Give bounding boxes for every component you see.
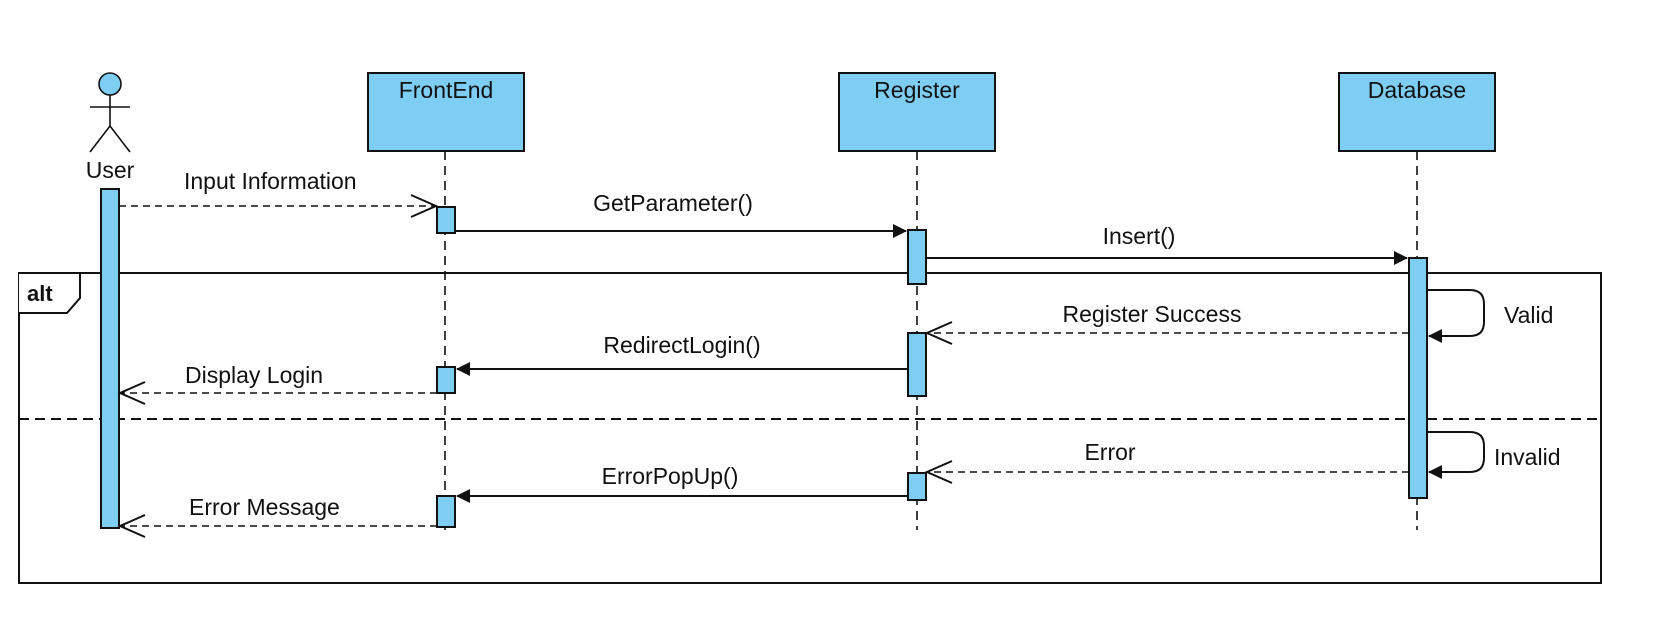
alt-fragment-tag: [19, 272, 81, 314]
message-input-information-arrowhead: [410, 194, 439, 218]
message-input-information-label: Input Information: [184, 168, 357, 194]
message-error-message-arrowhead: [117, 514, 146, 538]
user-actor: User: [86, 72, 135, 183]
alt-fragment-operator: alt: [27, 281, 53, 306]
message-error-arrowhead: [924, 460, 953, 484]
actor-left-leg: [89, 125, 111, 153]
message-invalid-label: Invalid: [1494, 444, 1560, 470]
actor-right-leg: [109, 125, 131, 153]
message-error-message-label: Error Message: [189, 494, 340, 520]
message-error-message: Error Message: [117, 494, 437, 538]
activation-register-1: [907, 229, 927, 285]
activation-frontend-2: [436, 366, 456, 394]
message-valid: Valid: [1427, 289, 1553, 343]
participant-database-label: Database: [1368, 77, 1466, 103]
message-redirect-login-label: RedirectLogin(): [603, 332, 760, 358]
message-get-parameter: GetParameter(): [455, 190, 907, 238]
activation-register-2: [907, 332, 927, 397]
participant-frontend: FrontEnd: [367, 72, 525, 152]
activation-database: [1408, 257, 1428, 499]
participant-frontend-label: FrontEnd: [399, 77, 494, 103]
participant-register-label: Register: [874, 77, 960, 103]
message-error: Error: [924, 439, 1409, 484]
message-register-success-arrowhead: [924, 321, 953, 345]
message-insert-label: Insert(): [1103, 223, 1176, 249]
user-label: User: [86, 157, 135, 183]
message-valid-loop: [1427, 289, 1485, 343]
message-insert: Insert(): [926, 223, 1408, 265]
message-register-success: Register Success: [924, 301, 1409, 345]
alt-fragment-frame: [18, 272, 1602, 584]
participant-database: Database: [1338, 72, 1496, 152]
message-redirect-login: RedirectLogin(): [456, 332, 908, 376]
message-display-login-arrowhead: [117, 381, 146, 405]
message-input-information: Input Information: [119, 168, 439, 218]
activation-user: [100, 188, 120, 529]
activation-register-3: [907, 472, 927, 501]
message-valid-label: Valid: [1504, 302, 1553, 328]
message-invalid-loop: [1427, 431, 1485, 479]
message-register-success-label: Register Success: [1063, 301, 1242, 327]
participant-frontend-box: [367, 72, 525, 152]
participant-register: Register: [838, 72, 996, 152]
actor-head: [98, 72, 122, 96]
message-display-login: Display Login: [117, 362, 437, 405]
message-error-popup-label: ErrorPopUp(): [602, 463, 739, 489]
participant-database-box: [1338, 72, 1496, 152]
activation-frontend-1: [436, 206, 456, 234]
message-invalid: Invalid: [1427, 431, 1560, 479]
activation-frontend-3: [436, 495, 456, 528]
participant-register-box: [838, 72, 996, 152]
message-error-label: Error: [1084, 439, 1135, 465]
message-display-login-label: Display Login: [185, 362, 323, 388]
message-get-parameter-label: GetParameter(): [593, 190, 753, 216]
message-error-popup: ErrorPopUp(): [456, 463, 908, 503]
